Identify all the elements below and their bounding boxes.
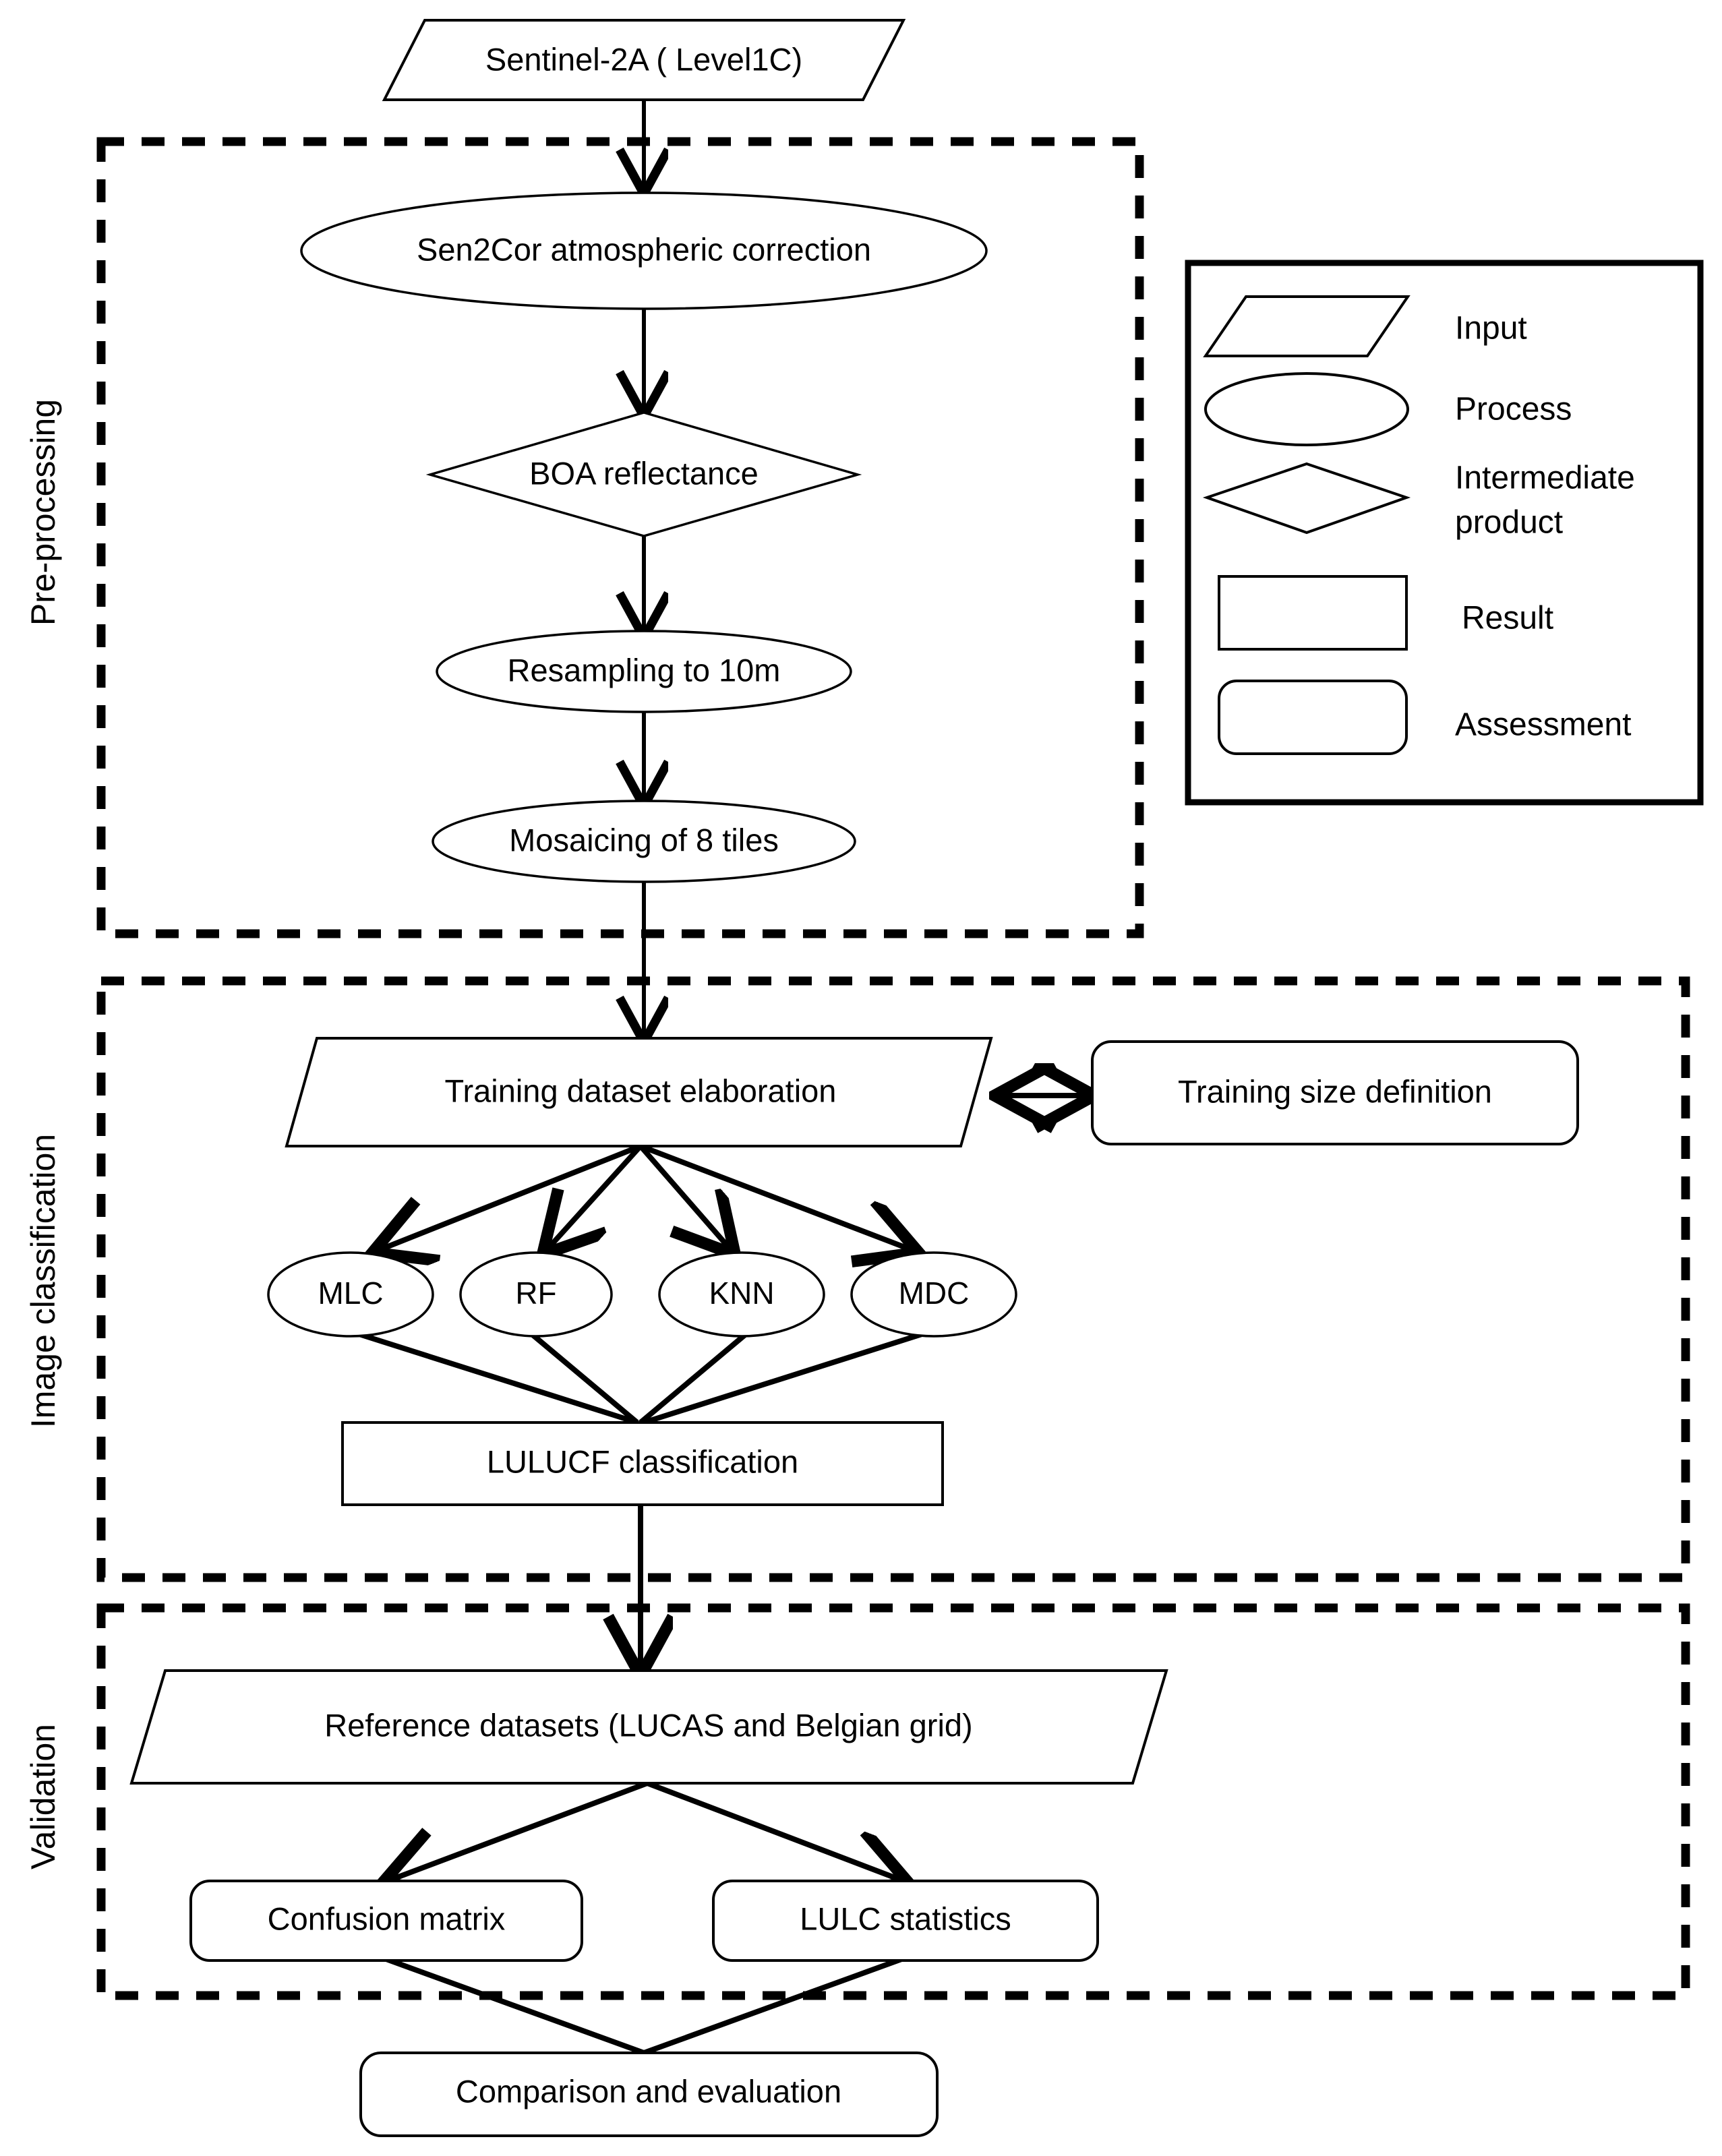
classifier-knn-label: KNN	[709, 1276, 774, 1311]
legend-label-intermediate-line2: product	[1455, 505, 1563, 541]
group-label-image-classification: Image classification	[24, 1134, 62, 1428]
classifier-rf-ellipse	[459, 1251, 613, 1338]
connector-mlc-to-lulucf	[349, 1329, 639, 1425]
resampling-ellipse	[436, 630, 852, 713]
comparison-label: Comparison and evaluation	[456, 2073, 841, 2109]
training-dataset-label: Training dataset elaboration	[445, 1073, 837, 1108]
legend-label-result: Result	[1462, 601, 1553, 636]
input-source-label: Sentinel-2A ( Level1C)	[485, 41, 802, 77]
legend-item-input: Input	[1203, 295, 1527, 357]
node-lulucf-classification[interactable]: LULUCF classification	[341, 1421, 944, 1506]
legend-rounded-rectangle-icon	[1218, 680, 1408, 755]
sen2cor-label: Sen2Cor atmospheric correction	[417, 231, 871, 267]
lulucf-rect	[341, 1421, 944, 1506]
sen2cor-ellipse	[300, 191, 988, 310]
group-label-validation-text: Validation	[24, 1724, 62, 1869]
connector-rf-to-lulucf	[531, 1332, 639, 1425]
boa-reflectance-diamond	[425, 411, 862, 537]
node-classifier-rf[interactable]: RF	[459, 1251, 613, 1338]
connector-lulc-statistics-to-comparison	[643, 1956, 905, 2056]
reference-datasets-label: Reference datasets (LUCAS and Belgian gr…	[324, 1707, 972, 1743]
boa-reflectance-label: BOA reflectance	[529, 455, 759, 491]
classifier-knn-ellipse	[658, 1251, 825, 1338]
training-size-rounded-rect	[1091, 1040, 1579, 1145]
classifier-mdc-label: MDC	[899, 1276, 970, 1311]
connector-reference-to-confusion-matrix	[388, 1780, 649, 1881]
reference-datasets-parallelogram	[129, 1669, 1168, 1785]
legend-item-intermediate-product: Intermediate product	[1202, 460, 1635, 541]
connector-training-to-knn	[638, 1144, 732, 1251]
connector-confusion-matrix-to-comparison	[383, 1956, 645, 2056]
node-boa-reflectance[interactable]: BOA reflectance	[425, 411, 862, 537]
connector-reference-to-lulc-statistics	[646, 1780, 903, 1881]
legend-label-process: Process	[1455, 392, 1572, 427]
connector-training-to-mlc	[378, 1143, 642, 1251]
node-classifier-knn[interactable]: KNN	[658, 1251, 825, 1338]
node-classifier-mlc[interactable]: MLC	[267, 1251, 434, 1338]
resampling-label: Resampling to 10m	[508, 652, 781, 688]
classifier-mdc-ellipse	[850, 1251, 1017, 1338]
mosaicing-ellipse	[432, 800, 856, 883]
node-classifier-mdc[interactable]: MDC	[850, 1251, 1017, 1338]
node-lulc-statistics[interactable]: LULC statistics	[712, 1880, 1099, 1962]
classifier-mlc-ellipse	[267, 1251, 434, 1338]
input-source-parallelogram	[382, 19, 906, 101]
node-confusion-matrix[interactable]: Confusion matrix	[189, 1880, 583, 1962]
node-comparison-evaluation[interactable]: Comparison and evaluation	[359, 2052, 939, 2137]
training-size-label: Training size definition	[1178, 1073, 1492, 1109]
legend-item-result: Result	[1218, 575, 1553, 651]
legend-item-assessment: Assessment	[1218, 680, 1631, 755]
mosaicing-label: Mosaicing of 8 tiles	[509, 822, 779, 858]
connector-mdc-to-lulucf	[643, 1329, 932, 1425]
node-resampling[interactable]: Resampling to 10m	[436, 630, 852, 713]
lulc-statistics-label: LULC statistics	[800, 1900, 1011, 1936]
node-sen2cor[interactable]: Sen2Cor atmospheric correction	[300, 191, 988, 310]
group-label-pre-processing: Pre-processing	[24, 399, 62, 626]
group-label-image-classification-text: Image classification	[24, 1134, 62, 1428]
legend-label-intermediate-line1: Intermediate	[1455, 460, 1635, 496]
connector-training-to-rf	[546, 1144, 643, 1251]
group-box-pre-processing	[96, 137, 1144, 938]
training-dataset-parallelogram	[285, 1037, 993, 1147]
connector-training-to-mdc	[639, 1143, 914, 1251]
node-mosaicing[interactable]: Mosaicing of 8 tiles	[432, 800, 856, 883]
legend-ellipse-icon	[1204, 372, 1409, 446]
legend-item-process: Process	[1204, 372, 1572, 446]
connector-knn-to-lulucf	[639, 1332, 747, 1425]
legend-rectangle-icon	[1218, 575, 1408, 651]
group-box-image-classification	[96, 976, 1690, 1582]
legend-label-input: Input	[1455, 311, 1527, 347]
classifier-rf-label: RF	[515, 1276, 556, 1311]
group-box-validation	[96, 1603, 1690, 2000]
node-training-size[interactable]: Training size definition	[1091, 1040, 1579, 1145]
comparison-rounded-rect	[359, 2052, 939, 2137]
legend-diamond-icon	[1202, 462, 1411, 535]
group-label-pre-processing-text: Pre-processing	[24, 399, 62, 626]
node-reference-datasets[interactable]: Reference datasets (LUCAS and Belgian gr…	[129, 1669, 1168, 1785]
node-training-dataset[interactable]: Training dataset elaboration	[285, 1037, 993, 1147]
legend-parallelogram-icon	[1203, 295, 1411, 357]
classifier-mlc-label: MLC	[318, 1276, 383, 1311]
confusion-matrix-label: Confusion matrix	[268, 1900, 506, 1936]
group-label-validation: Validation	[24, 1724, 62, 1869]
legend: Input Process Intermediate product Resul…	[1185, 260, 1704, 806]
legend-label-assessment: Assessment	[1455, 707, 1631, 743]
confusion-matrix-rounded-rect	[189, 1880, 583, 1962]
lulucf-label: LULUCF classification	[487, 1443, 798, 1479]
node-input-source[interactable]: Sentinel-2A ( Level1C)	[382, 19, 906, 101]
lulc-statistics-rounded-rect	[712, 1880, 1099, 1962]
